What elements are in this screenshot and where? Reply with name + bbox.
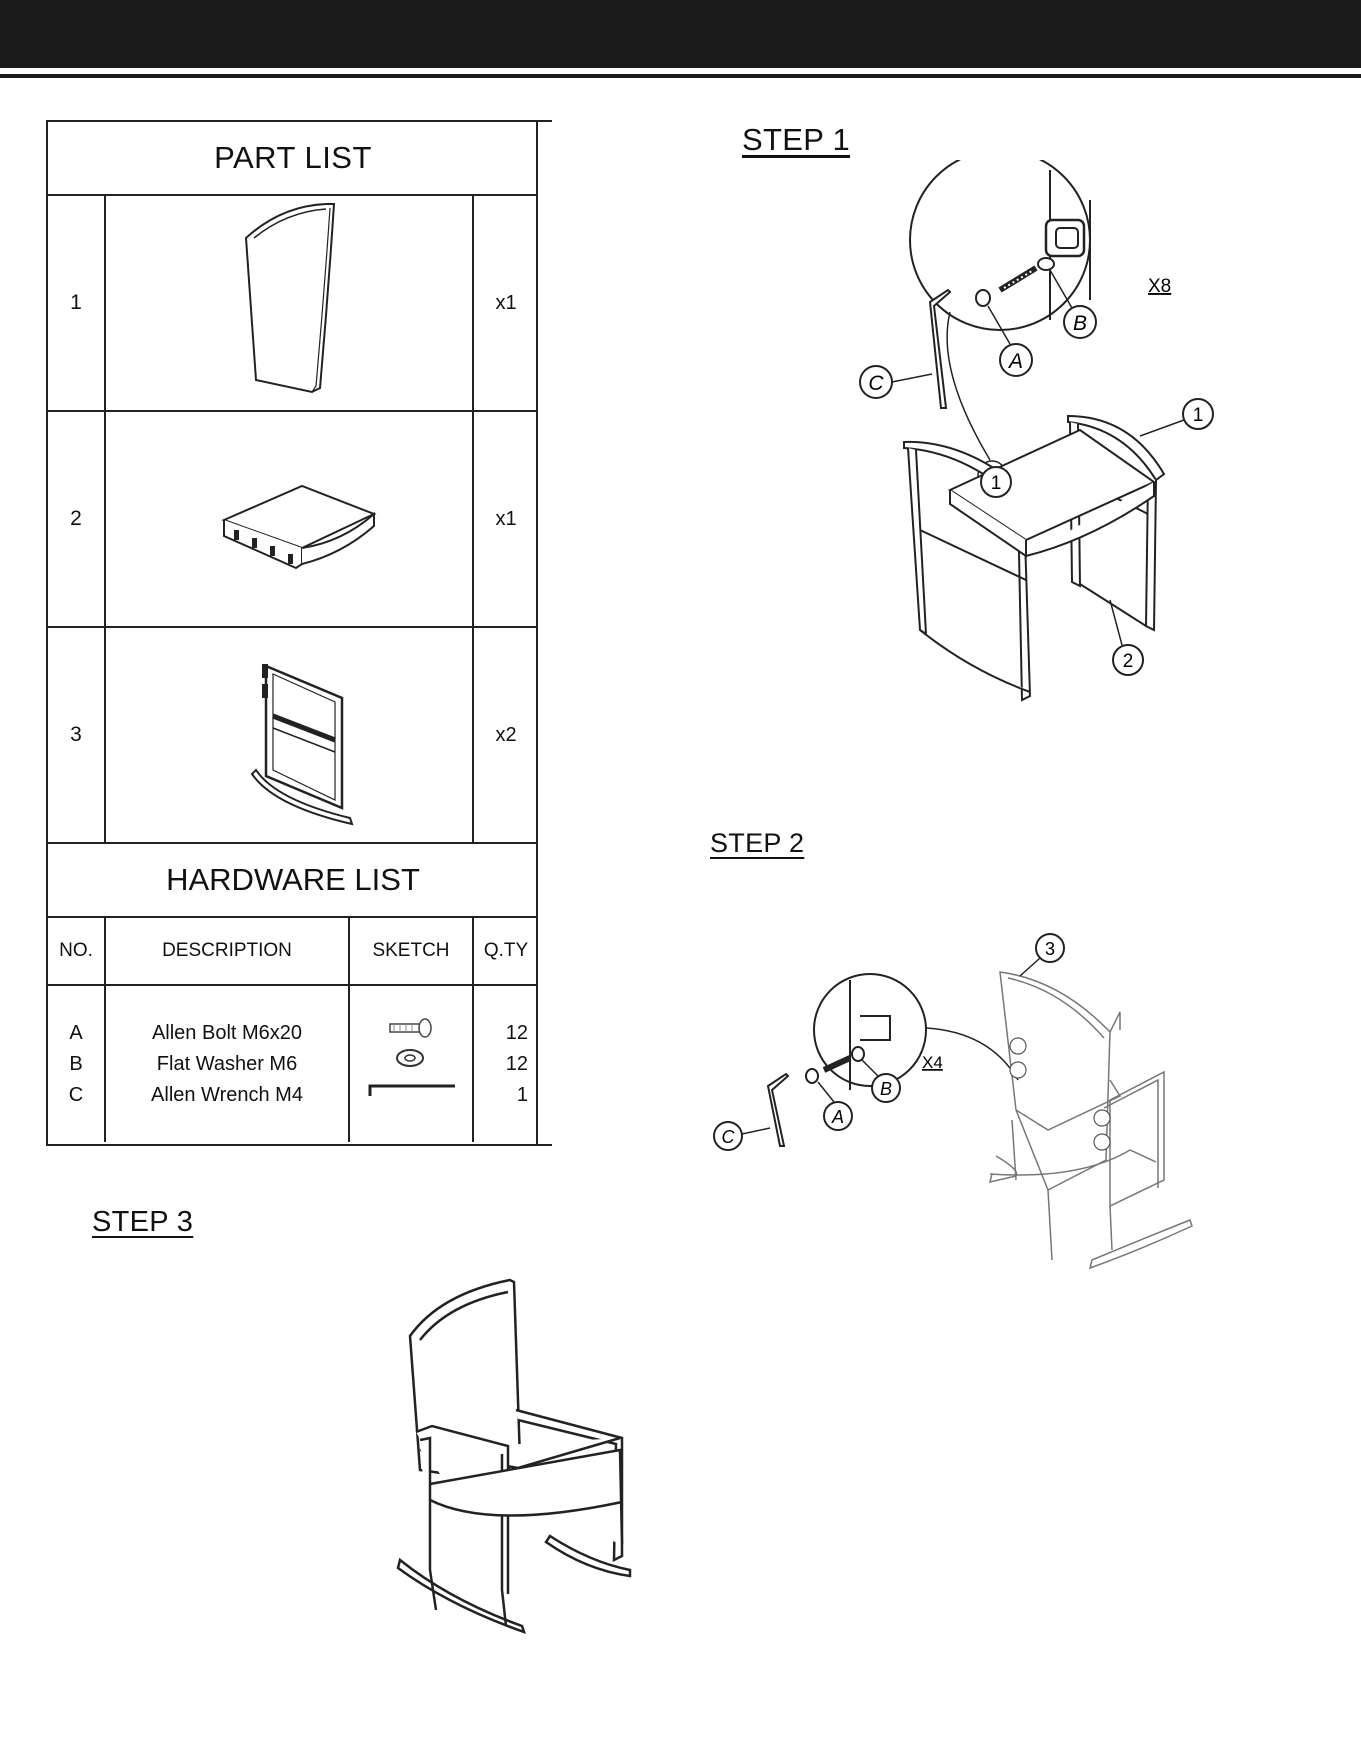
svg-text:3: 3 <box>1045 939 1055 959</box>
allen-wrench-icon <box>370 1086 455 1096</box>
hardware-list-title: HARDWARE LIST <box>48 844 538 918</box>
svg-text:A: A <box>1007 350 1023 373</box>
hardware-no: B <box>69 1049 82 1080</box>
svg-text:C: C <box>868 372 884 395</box>
svg-text:B: B <box>880 1079 892 1099</box>
bolt-icon <box>390 1019 431 1037</box>
hardware-qty-column: 12 12 1 <box>474 986 538 1142</box>
part-list-table: PART LIST 1 x1 2 x1 3 <box>46 120 552 1146</box>
part-quantity: x1 <box>474 196 538 410</box>
step1-title: STEP 1 <box>742 122 850 158</box>
part-number: 2 <box>48 412 106 626</box>
svg-text:2: 2 <box>1123 651 1134 672</box>
hardware-description: Allen Bolt M6x20 <box>152 1018 302 1049</box>
svg-text:1: 1 <box>991 473 1002 494</box>
part-row: 1 x1 <box>48 196 538 412</box>
step1-multiplier: X8 <box>1148 276 1171 297</box>
rocking-chair-outline <box>990 972 1192 1268</box>
backrest-drawing <box>106 196 472 410</box>
hardware-description-column: Allen Bolt M6x20 Flat Washer M6 Allen Wr… <box>106 986 350 1142</box>
hardware-qty: 12 <box>474 1018 538 1049</box>
svg-text:1: 1 <box>1193 405 1204 426</box>
callout-a: A <box>818 1082 852 1130</box>
part-number: 3 <box>48 628 106 842</box>
seat-cushion-drawing <box>106 412 472 626</box>
svg-text:A: A <box>831 1107 844 1127</box>
callout-part2: 2 <box>1110 600 1143 675</box>
hardware-qty: 1 <box>474 1080 538 1111</box>
header-no: NO. <box>48 918 106 984</box>
backrest-sketch <box>106 196 474 410</box>
hardware-description: Flat Washer M6 <box>157 1049 297 1080</box>
callout-c: C <box>860 366 932 398</box>
header-rule <box>0 74 1361 78</box>
hardware-no: C <box>69 1080 83 1111</box>
callout-c: C <box>714 1122 770 1150</box>
header-description: DESCRIPTION <box>106 918 350 984</box>
step1-diagram: A B C X8 1 1 2 <box>840 160 1220 730</box>
callout-part1-right: 1 <box>1140 399 1213 436</box>
hardware-column-headers: NO. DESCRIPTION SKETCH Q.TY <box>48 918 538 986</box>
header-bar <box>0 0 1361 68</box>
step2-multiplier: X4 <box>922 1053 943 1072</box>
callout-part1-left: 1 <box>981 467 1011 497</box>
part-quantity: x1 <box>474 412 538 626</box>
washer-icon <box>397 1050 423 1066</box>
step2-diagram: A B C X4 3 <box>700 920 1260 1290</box>
step2-title: STEP 2 <box>710 828 804 859</box>
header-qty: Q.TY <box>474 918 538 984</box>
callout-part3: 3 <box>1020 934 1064 976</box>
part-row: 3 x2 <box>48 628 538 844</box>
hardware-no: A <box>69 1018 82 1049</box>
svg-text:B: B <box>1073 312 1087 335</box>
hardware-no-column: A B C <box>48 986 106 1142</box>
hardware-qty: 12 <box>474 1049 538 1080</box>
part-number: 1 <box>48 196 106 410</box>
side-frame-drawing <box>106 628 472 842</box>
hardware-sketches <box>350 986 472 1142</box>
step3-diagram <box>390 1270 670 1650</box>
hardware-items: A B C Allen Bolt M6x20 Flat Washer M6 Al… <box>48 986 538 1142</box>
seat-cushion-sketch <box>106 412 474 626</box>
hardware-sketch-column <box>350 986 474 1142</box>
header-sketch: SKETCH <box>350 918 474 984</box>
svg-text:C: C <box>722 1127 736 1147</box>
side-frame-sketch <box>106 628 474 842</box>
step3-title: STEP 3 <box>92 1206 193 1239</box>
part-list-title: PART LIST <box>48 122 538 196</box>
assembled-rocking-chair <box>398 1280 630 1632</box>
hardware-description: Allen Wrench M4 <box>151 1080 303 1111</box>
part-quantity: x2 <box>474 628 538 842</box>
part-row: 2 x1 <box>48 412 538 628</box>
